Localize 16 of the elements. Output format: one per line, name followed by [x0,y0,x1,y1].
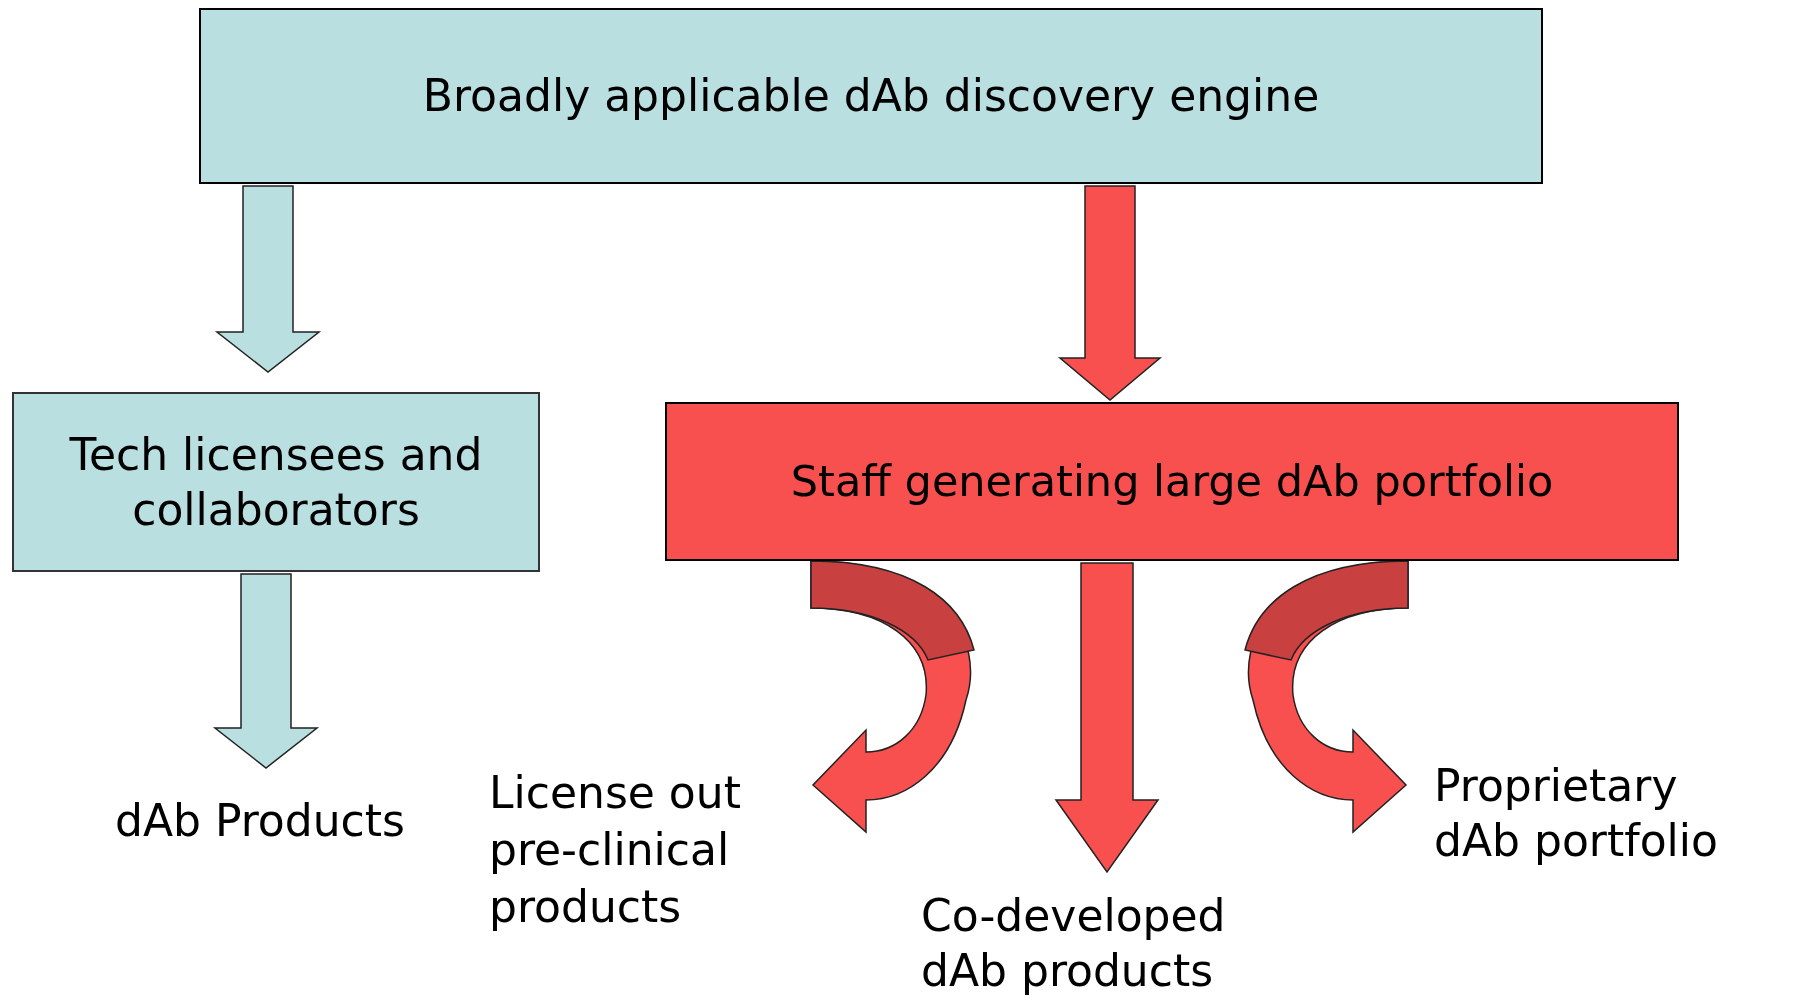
licensees-box [12,392,540,572]
outcome-label: License out pre-clinical products [489,766,742,935]
outcome-label: Proprietary dAb portfolio [1434,759,1719,868]
block-arrow [214,185,322,373]
curved-arrow [1244,560,1409,833]
outcome-label: dAb Products [115,794,405,848]
box-label: Staff generating large dAb portfolio [790,455,1554,509]
block-arrow [212,573,320,769]
box-label: Broadly applicable dAb discovery engine [422,69,1320,123]
outcome-label: Co-developed dAb products [921,889,1227,998]
curved-arrow [810,560,975,833]
staff-box [665,402,1679,561]
box-label: Tech licensees and collaborators [68,428,484,537]
engine-box [199,8,1543,184]
block-arrow [1054,562,1160,874]
block-arrow [1057,185,1163,401]
